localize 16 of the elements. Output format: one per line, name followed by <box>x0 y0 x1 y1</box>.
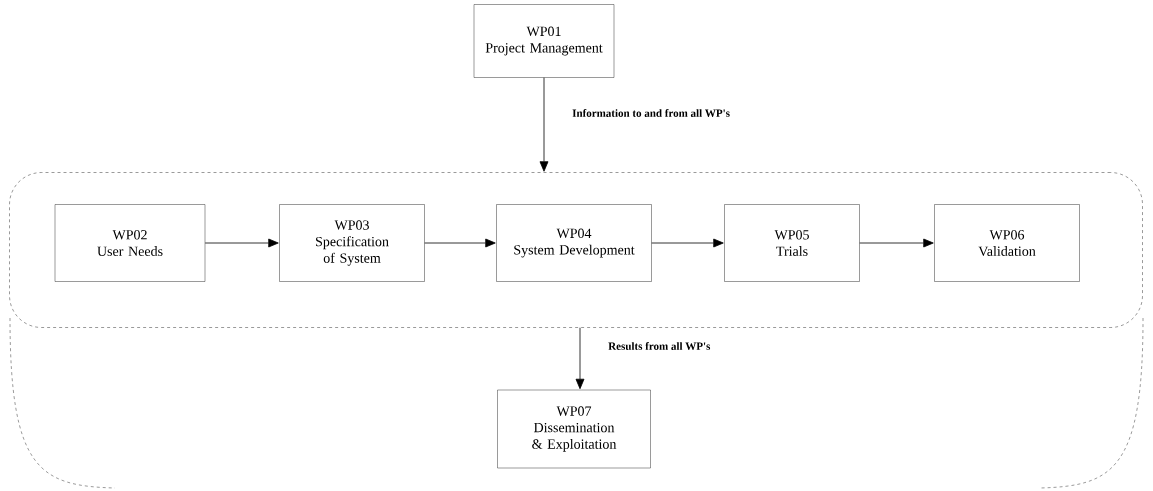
edge-label: Results from all WP's <box>606 340 713 352</box>
process-box: WP03 Specification of System <box>279 204 425 282</box>
dashed-group-outline <box>9 172 1143 328</box>
process-box: WP02 User Needs <box>54 204 206 282</box>
arrow <box>651 238 724 248</box>
process-box: WP05 Trials <box>724 204 860 282</box>
process-box: WP06 Validation <box>934 204 1080 282</box>
edge-label: Information to and from all WP's <box>570 107 732 119</box>
arrow <box>204 238 279 248</box>
arrow <box>424 238 496 248</box>
process-box: WP04 System Development <box>496 204 652 282</box>
process-box: WP07 Dissemination & Exploitation <box>497 389 651 469</box>
arrow <box>539 77 549 172</box>
arrow <box>575 327 585 390</box>
process-box: WP01 Project Management <box>473 4 615 78</box>
arrow <box>859 238 934 248</box>
